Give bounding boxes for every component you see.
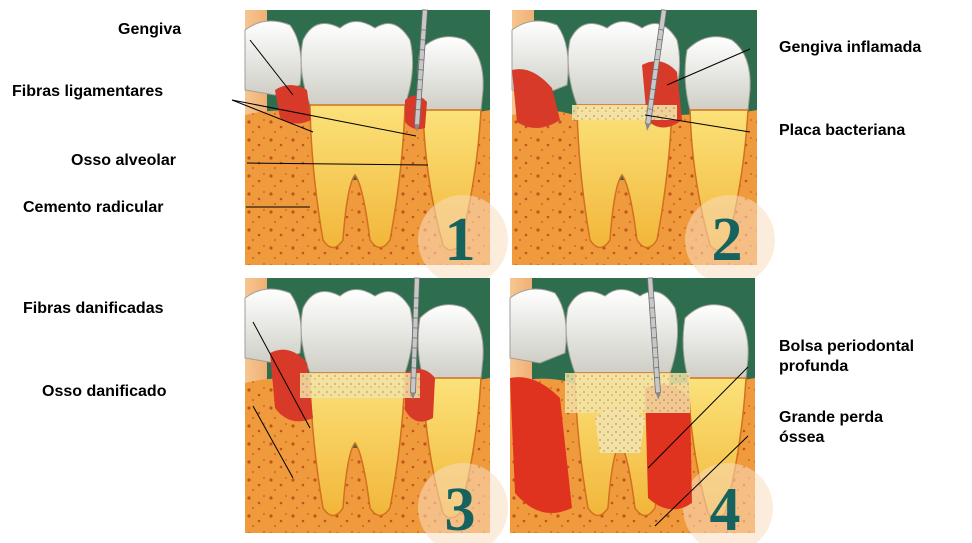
label-bolsa-periodontal-profunda: Bolsa periodontal profunda bbox=[779, 337, 964, 377]
panel-1-healthy: 1 bbox=[245, 10, 508, 285]
panel-2-number: 2 bbox=[712, 206, 743, 274]
label-grande-perda-ossea: Grande perda óssea bbox=[779, 408, 929, 448]
label-gengiva-inflamada: Gengiva inflamada bbox=[779, 38, 921, 58]
label-gengiva: Gengiva bbox=[118, 20, 181, 40]
label-fibras-danificadas: Fibras danificadas bbox=[23, 299, 164, 319]
label-cemento-radicular: Cemento radicular bbox=[23, 198, 163, 218]
panel-1-number: 1 bbox=[445, 206, 476, 274]
label-osso-danificado: Osso danificado bbox=[42, 382, 166, 402]
label-placa-bacteriana: Placa bacteriana bbox=[779, 121, 905, 141]
panel-4-advanced-periodontitis: 4 bbox=[510, 278, 773, 543]
label-fibras-ligamentares: Fibras ligamentares bbox=[12, 82, 163, 102]
label-osso-alveolar: Osso alveolar bbox=[71, 151, 176, 171]
panel-4-number: 4 bbox=[710, 476, 741, 543]
panel-3-number: 3 bbox=[445, 476, 476, 543]
panel-2-gingivitis: 2 bbox=[512, 10, 775, 285]
panel-3-periodontitis: 3 bbox=[245, 278, 508, 543]
